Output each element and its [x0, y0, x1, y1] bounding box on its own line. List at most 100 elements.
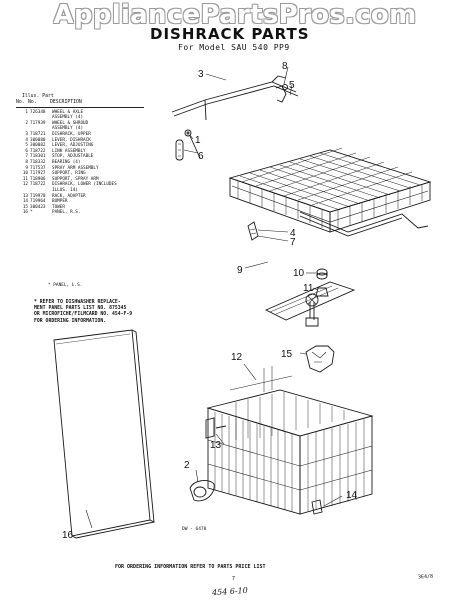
callout-14: 14 [346, 490, 358, 501]
table-row: 16*PANEL, R.S. [16, 210, 166, 216]
watermark: AppliancePartsPros.com [53, 0, 417, 30]
row-part-no: 726348 [30, 109, 46, 115]
callout-13: 13 [210, 440, 222, 451]
lower-dishrack [206, 366, 374, 515]
leader-lines [195, 363, 343, 507]
row-illus-no: 8 [25, 159, 28, 165]
col-illus-no: No. [16, 100, 25, 105]
row-description: DISHRACK, UPPER [52, 131, 91, 137]
rack-adapter [205, 417, 227, 439]
reference-note-line: * REFER TO DISHWASHER REPLACE- [34, 300, 121, 305]
table-header-top: Illus. Part [22, 94, 54, 99]
row-part-no: 718301 [30, 154, 46, 160]
row-illus-no: 6 [25, 148, 28, 154]
callout-15: 15 [281, 349, 293, 360]
row-description: SPRAY ARM ASSEMBLY [52, 165, 99, 171]
callout-5: 5 [289, 80, 295, 91]
row-illus-no: 3 [25, 131, 28, 137]
drawing-number: DW - 6470 [182, 526, 207, 532]
side-panel [53, 329, 155, 539]
adjusting-lever [275, 83, 289, 103]
ordering-note: FOR ORDERING INFORMATION REFER TO PARTS … [115, 564, 266, 570]
link-assembly [175, 129, 201, 161]
table-row: ILLUS. 14) [16, 188, 166, 194]
row-illus-no: 5 [25, 143, 28, 149]
spray-arm-assembly [264, 268, 356, 327]
leader-lines [183, 66, 293, 269]
reference-note-line: FOR ORDERING INFORMATION. [34, 318, 107, 324]
tower [299, 345, 335, 373]
row-illus-no: 1 [25, 109, 28, 115]
row-description: ILLUS. 14) [52, 187, 78, 193]
col-description: DESCRIPTION [50, 100, 82, 105]
callout-7: 7 [290, 237, 296, 248]
bumper [311, 499, 323, 515]
row-illus-no: 4 [25, 137, 28, 143]
callout-11: 11 [303, 283, 314, 294]
model-subtitle: For Model SAU 540 PP9 [178, 43, 290, 52]
page-title: DISHRACK PARTS [150, 25, 310, 43]
callout-16: 16 [62, 530, 74, 541]
upper-dishrack [228, 147, 432, 233]
wheel-and-shroud [189, 480, 215, 502]
row-description: LEVER, ADJUSTING [52, 143, 94, 149]
row-description: WHEEL & AXLE [52, 109, 84, 115]
row-part-no: 718722 [30, 148, 46, 154]
row-description: BEARING (4) [52, 159, 81, 165]
row-illus-no: 7 [25, 154, 28, 160]
row-description: SUPPORT, SPRAY ARM [52, 176, 99, 182]
dishrack-lever [247, 221, 259, 241]
reference-note-line: OR MICROFICHE/FILMCARD NO. 454-F-9 [34, 312, 133, 318]
callout-labels: 3 8 5 1 6 4 7 9 10 11 12 15 13 2 14 16 [62, 61, 358, 541]
row-part-no: 717537 [30, 165, 46, 171]
callout-8: 8 [282, 61, 288, 72]
row-part-no: 719964 [30, 199, 46, 205]
row-part-no: 718722 [30, 182, 46, 188]
table-row: ASSEMBLY (4) [16, 115, 166, 121]
col-part-no: No. [28, 100, 37, 105]
row-description: DISHRACK, LOWER (INCLUDES [52, 182, 117, 188]
row-part-no: * [30, 210, 33, 216]
row-illus-no: 11 [22, 176, 28, 182]
row-description: LINK ASSEMBLY [52, 148, 86, 154]
row-part-no: 718721 [30, 131, 46, 137]
row-part-no: 717939 [30, 120, 46, 126]
row-part-no: 718332 [30, 159, 46, 165]
row-illus-no: 2 [25, 120, 28, 126]
row-illus-no: 9 [25, 165, 28, 171]
row-description: RACK, ADAPTER [52, 193, 86, 199]
callout-10: 10 [293, 268, 305, 279]
row-illus-no: 14 [22, 199, 28, 205]
row-description: STOP, ADJUSTABLE [52, 154, 94, 160]
row-description: SUPPORT, RING [52, 171, 86, 177]
row-illus-no: 15 [22, 204, 28, 210]
rack-rail [171, 75, 429, 237]
row-part-no: 717927 [30, 171, 46, 177]
callout-12: 12 [231, 352, 243, 363]
reference-note: * REFER TO DISHWASHER REPLACE- MENT PANE… [34, 300, 174, 325]
corner-mark: 3E4/8 [417, 573, 434, 581]
row-illus-no: 13 [22, 193, 28, 199]
row-description: ASSEMBLY (4) [52, 115, 84, 121]
table-row: ASSEMBLY (4) [16, 126, 166, 132]
callout-6: 6 [198, 151, 204, 162]
table-rule [16, 106, 144, 108]
row-part-no: 300082 [30, 143, 46, 149]
table-header: No. No. DESCRIPTION [16, 100, 166, 106]
leader-lines [306, 272, 319, 291]
page-number: 7 [232, 576, 236, 582]
